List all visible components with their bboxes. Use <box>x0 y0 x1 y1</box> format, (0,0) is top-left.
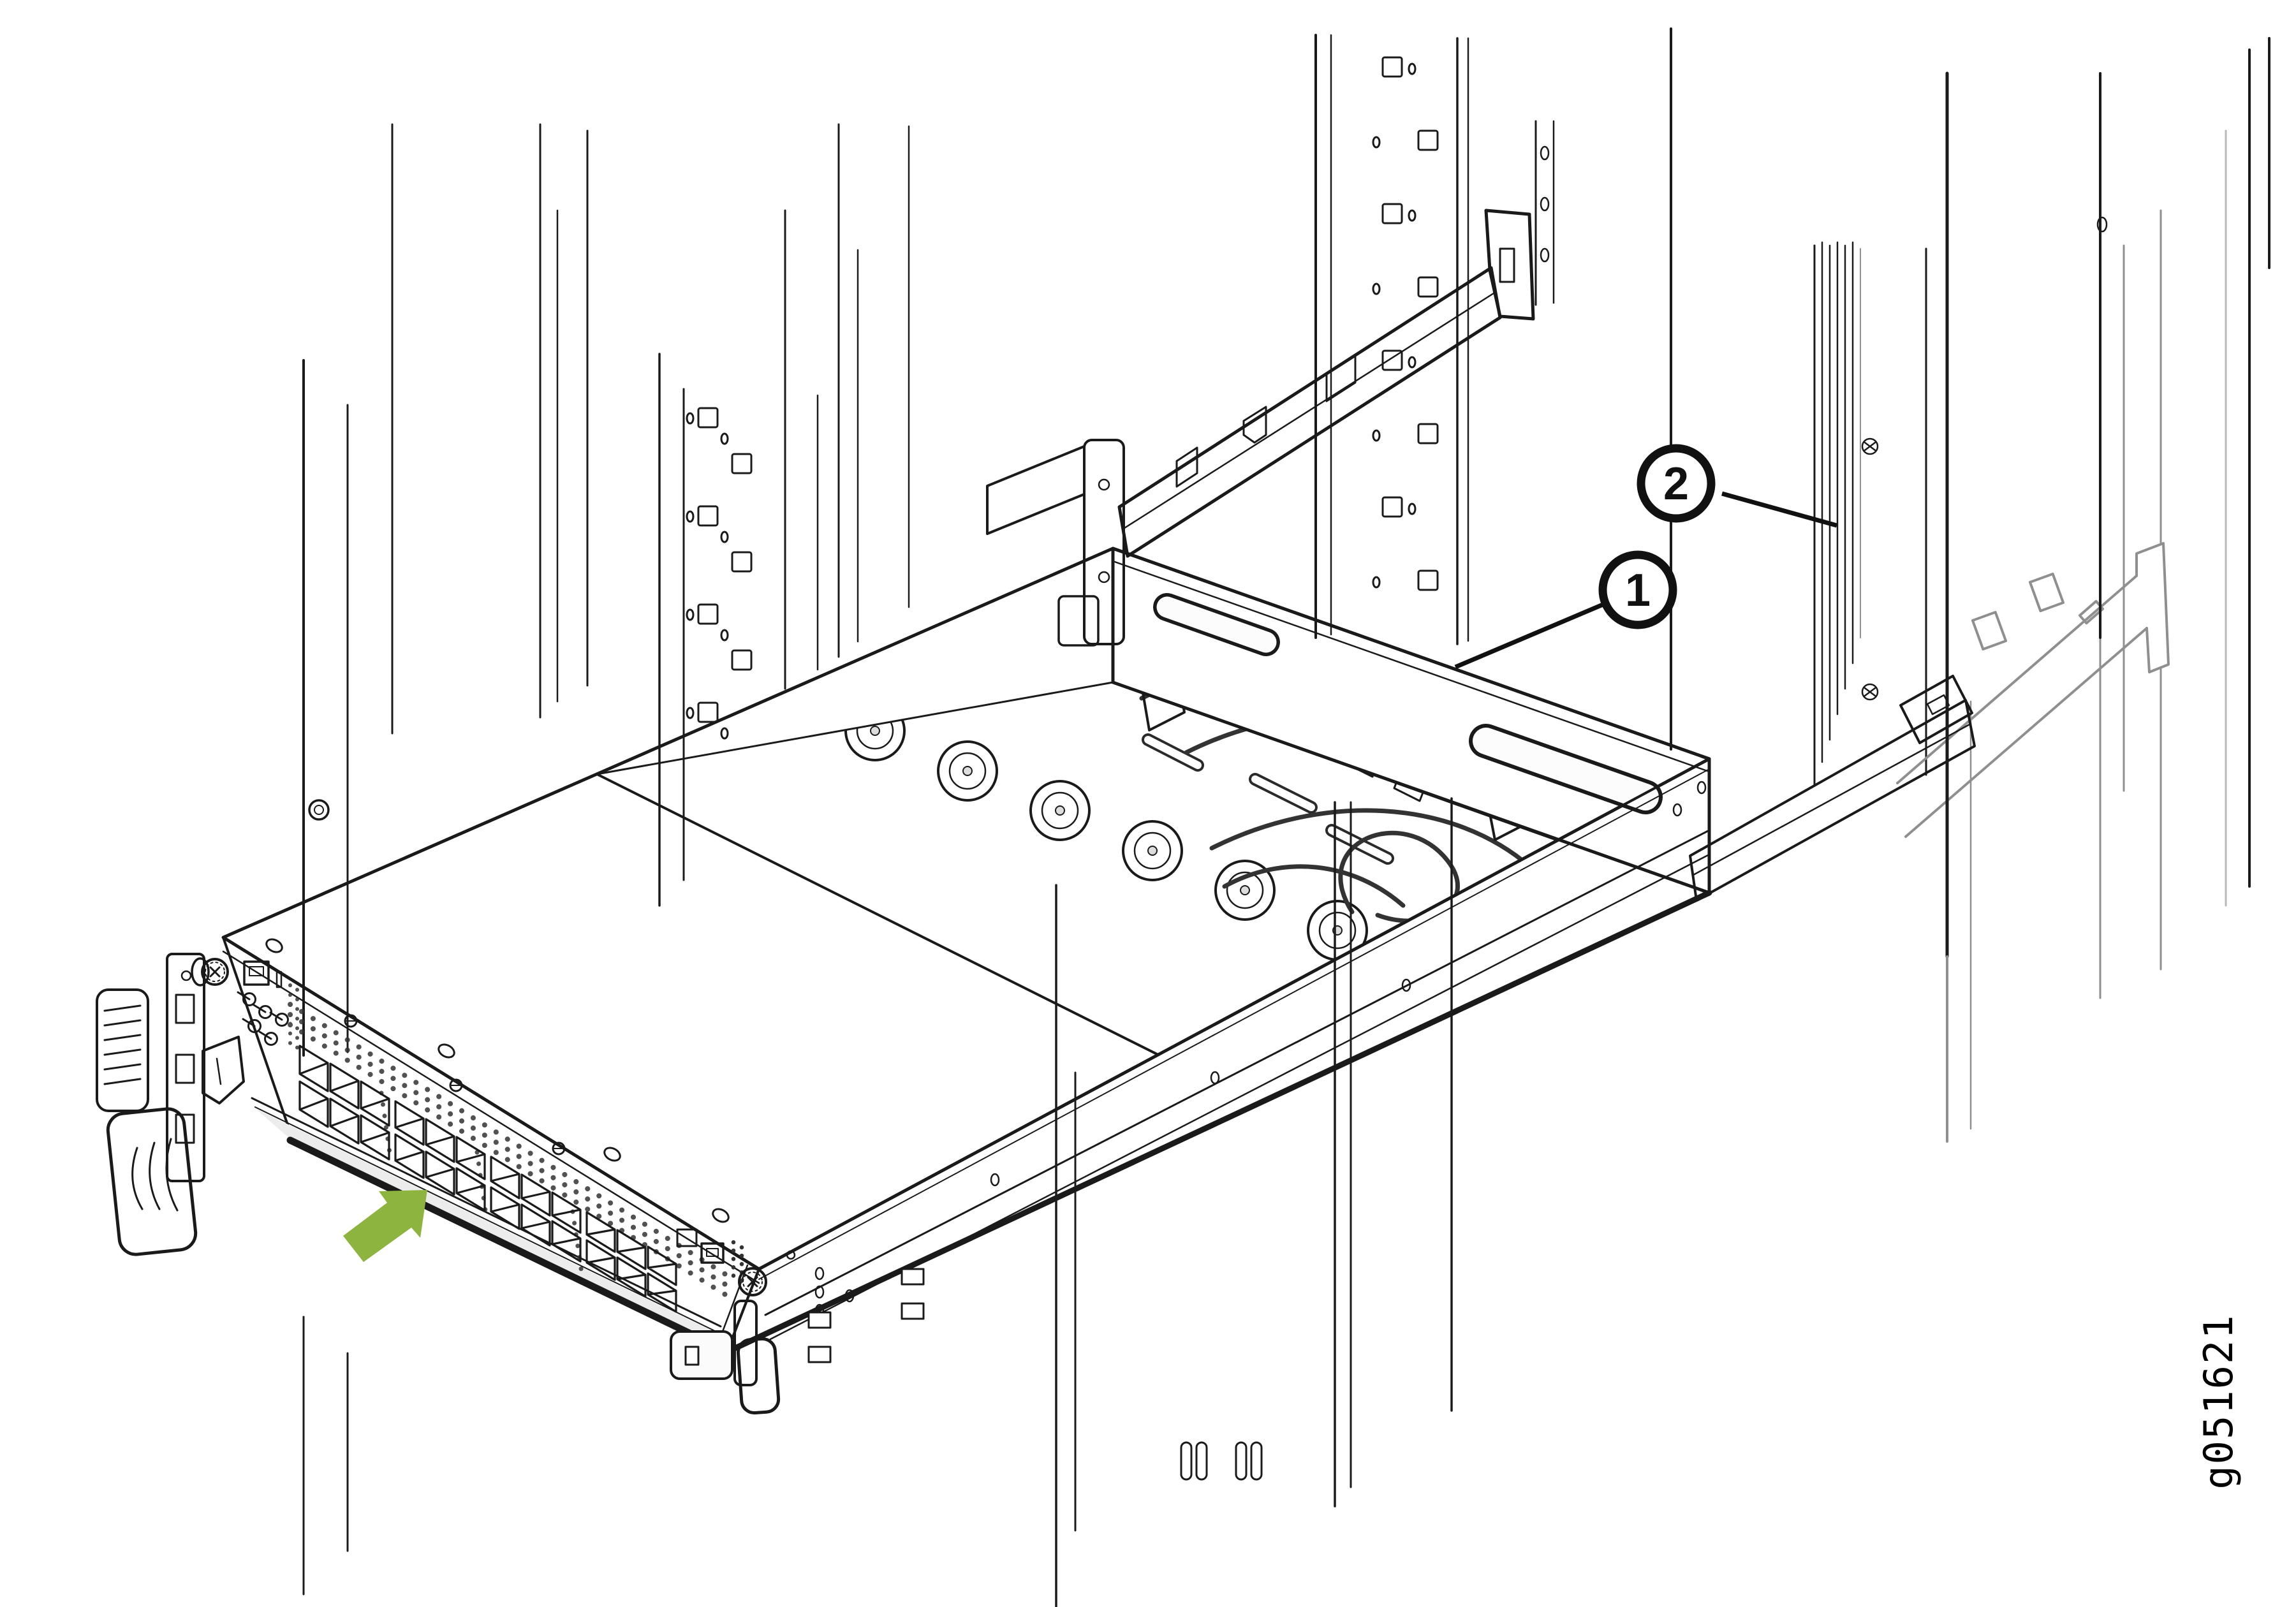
callout-1: 1 <box>1454 550 1677 670</box>
mounting-bracket-right <box>670 1268 925 1415</box>
rack-screw <box>1861 437 1879 701</box>
callout-2-badge <box>1637 444 1716 523</box>
slide-rail-right-inner <box>1689 675 1976 902</box>
rack-post-front-right-top <box>1945 37 2270 1143</box>
callout-2-number: 2 <box>1663 459 1689 510</box>
management-port-cluster-left <box>191 957 289 1046</box>
port-array <box>298 1045 677 1313</box>
usb-port-right <box>676 1228 698 1247</box>
thumbscrew-right <box>738 1267 767 1296</box>
callout-1-badge <box>1598 550 1677 629</box>
thumbscrew-left-body <box>191 957 210 987</box>
mounting-bracket-left <box>96 953 245 1256</box>
rail-grip-upper <box>96 988 149 1112</box>
rack-post-front-left <box>302 123 910 1057</box>
figure-id-label: g051621 <box>2195 1314 2242 1489</box>
rack-post-rear-right <box>1670 27 1927 786</box>
callout-2: 2 <box>1637 444 1837 528</box>
rj45-port-left <box>243 960 270 986</box>
fan-modules <box>844 700 1368 961</box>
timing-connectors <box>237 991 289 1046</box>
rack-post-ghost-lines <box>302 797 1453 1607</box>
switch-chassis <box>96 439 1976 1415</box>
inner-rail-bracket-left <box>986 439 1125 647</box>
front-lower-band <box>255 1108 728 1351</box>
rail-latch-ear <box>106 1107 198 1256</box>
front-panel <box>191 936 767 1356</box>
insertion-arrow-icon <box>343 1190 427 1262</box>
rack-bottom-mounting-slots <box>1180 1441 1263 1481</box>
rack-post-left-mounting-holes <box>686 407 753 740</box>
thumbscrew-left <box>201 958 229 986</box>
cover-edge-screws <box>265 938 730 1223</box>
management-port-cluster-right <box>676 1228 767 1296</box>
rj45-port-right <box>700 1242 725 1264</box>
callout-1-number: 1 <box>1625 565 1651 616</box>
vent-perforation <box>288 983 736 1302</box>
callout-2-leader <box>1721 491 1837 528</box>
panel-screws <box>344 1014 566 1156</box>
callout-1-leader <box>1454 601 1607 670</box>
